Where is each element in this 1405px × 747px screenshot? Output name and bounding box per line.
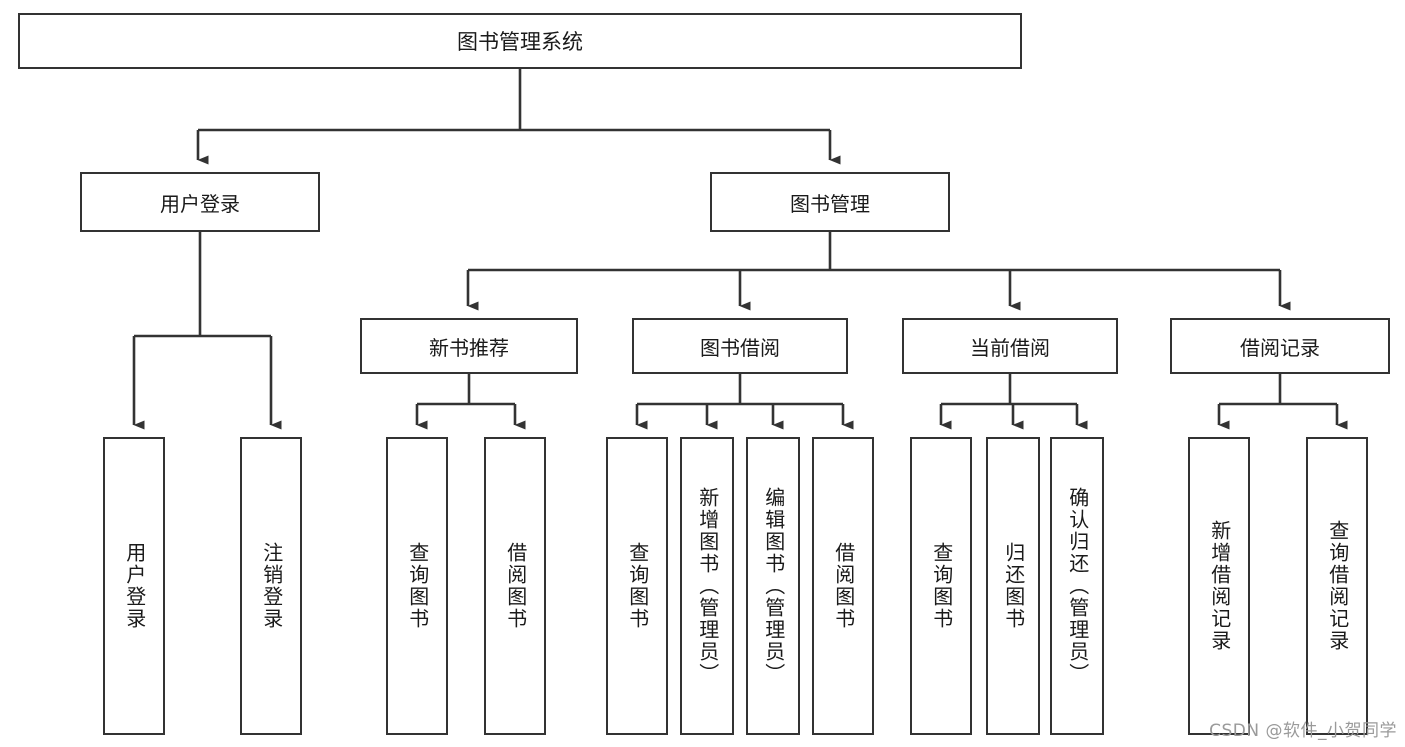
node-leaf-bb-borrow-book[interactable]: 借阅图书 (812, 437, 874, 735)
node-leaf-cb-return-book-label: 归还图书 (1001, 542, 1026, 630)
node-leaf-user-login-label: 用户登录 (122, 542, 147, 630)
node-leaf-cb-query-book[interactable]: 查询图书 (910, 437, 972, 735)
node-leaf-bb-query-book[interactable]: 查询图书 (606, 437, 668, 735)
node-leaf-nbr-query-book[interactable]: 查询图书 (386, 437, 448, 735)
node-leaf-bb-query-book-label: 查询图书 (625, 542, 650, 630)
csdn-watermark: CSDN @软件_小贺同学 (1209, 721, 1397, 741)
node-leaf-cb-confirm-return-admin-label: 确认归还（管理员） (1065, 487, 1090, 685)
node-leaf-user-logout[interactable]: 注销登录 (240, 437, 302, 735)
node-new-book-recommend[interactable]: 新书推荐 (360, 318, 578, 374)
node-leaf-bb-add-book-admin[interactable]: 新增图书（管理员） (680, 437, 734, 735)
node-user-login[interactable]: 用户登录 (80, 172, 320, 232)
node-leaf-cb-query-book-label: 查询图书 (929, 542, 954, 630)
node-leaf-bb-edit-book-admin-label: 编辑图书（管理员） (761, 487, 786, 685)
node-leaf-br-query-record[interactable]: 查询借阅记录 (1306, 437, 1368, 735)
node-leaf-br-add-record[interactable]: 新增借阅记录 (1188, 437, 1250, 735)
node-leaf-br-query-record-label: 查询借阅记录 (1325, 520, 1350, 652)
node-leaf-user-logout-label: 注销登录 (259, 542, 284, 630)
node-new-book-recommend-label: 新书推荐 (429, 335, 509, 360)
node-root-book-management-system[interactable]: 图书管理系统 (18, 13, 1022, 69)
node-borrow-record-label: 借阅记录 (1240, 335, 1320, 360)
node-leaf-nbr-query-book-label: 查询图书 (405, 542, 430, 630)
node-leaf-nbr-borrow-book[interactable]: 借阅图书 (484, 437, 546, 735)
node-leaf-cb-confirm-return-admin[interactable]: 确认归还（管理员） (1050, 437, 1104, 735)
node-leaf-bb-borrow-book-label: 借阅图书 (831, 542, 856, 630)
node-current-borrow-label: 当前借阅 (970, 335, 1050, 360)
node-current-borrow[interactable]: 当前借阅 (902, 318, 1118, 374)
node-leaf-user-login[interactable]: 用户登录 (103, 437, 165, 735)
node-leaf-bb-edit-book-admin[interactable]: 编辑图书（管理员） (746, 437, 800, 735)
node-book-management[interactable]: 图书管理 (710, 172, 950, 232)
node-leaf-bb-add-book-admin-label: 新增图书（管理员） (695, 487, 720, 685)
node-book-borrow[interactable]: 图书借阅 (632, 318, 848, 374)
node-borrow-record[interactable]: 借阅记录 (1170, 318, 1390, 374)
node-book-management-label: 图书管理 (790, 191, 870, 216)
node-leaf-br-add-record-label: 新增借阅记录 (1207, 520, 1232, 652)
node-leaf-cb-return-book[interactable]: 归还图书 (986, 437, 1040, 735)
node-user-login-label: 用户登录 (160, 191, 240, 216)
node-root-label: 图书管理系统 (457, 30, 583, 54)
node-leaf-nbr-borrow-book-label: 借阅图书 (503, 542, 528, 630)
node-book-borrow-label: 图书借阅 (700, 335, 780, 360)
